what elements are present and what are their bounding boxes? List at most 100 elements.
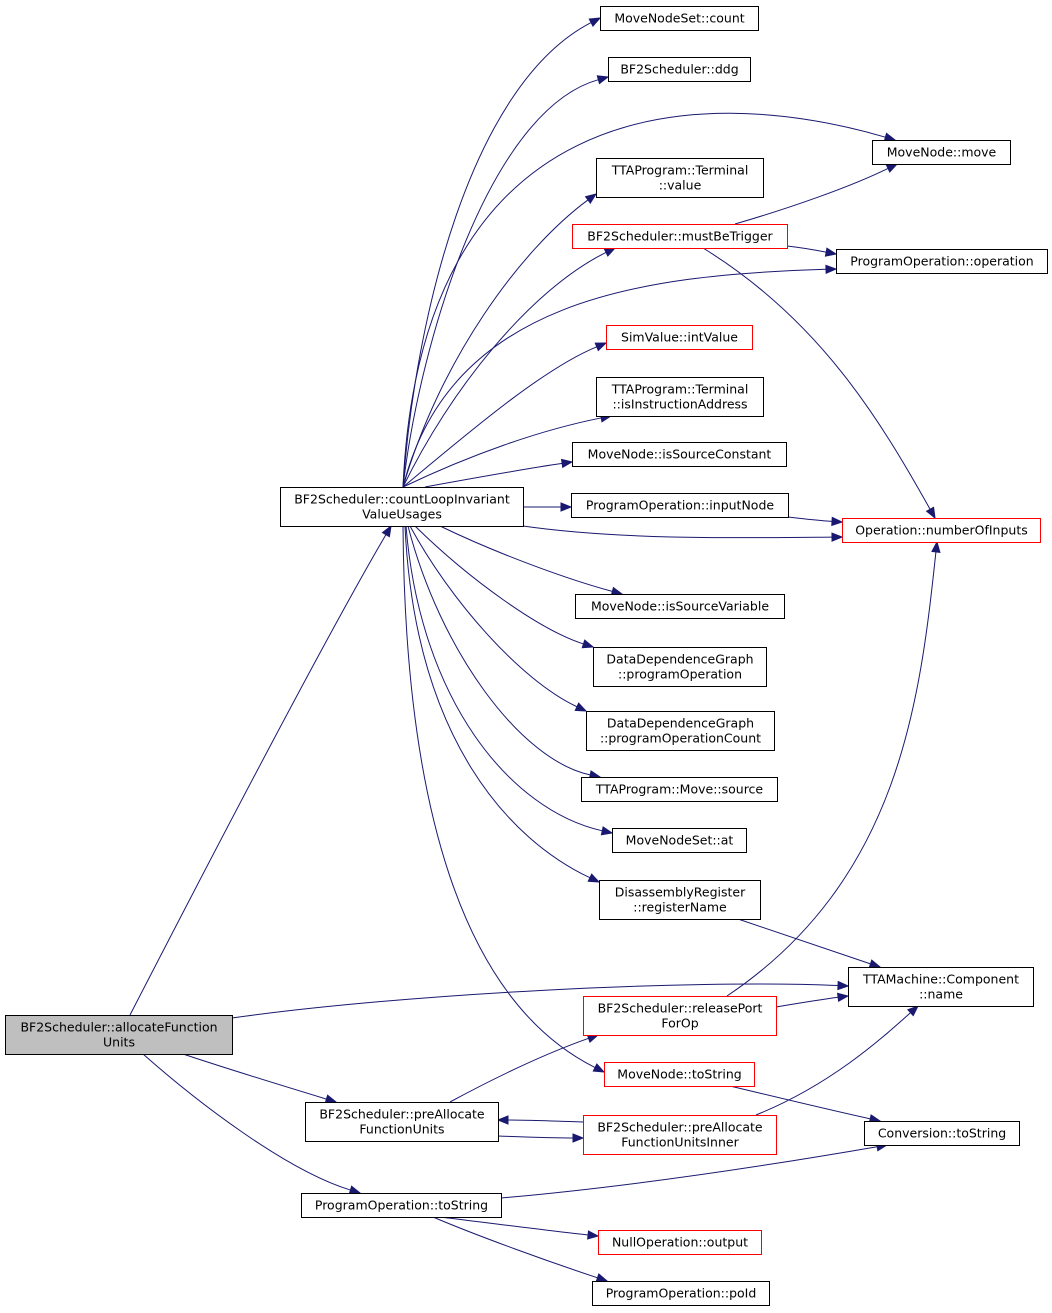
- edge-line: [702, 247, 931, 510]
- node-ddgProgOpCount[interactable]: DataDependenceGraph::programOperationCou…: [586, 711, 775, 751]
- edge-line: [409, 525, 578, 708]
- node-poToString[interactable]: ProgramOperation::toString: [301, 1193, 502, 1218]
- node-mnIsSrcConst[interactable]: MoveNode::isSourceConstant: [572, 442, 787, 467]
- node-box[interactable]: [842, 518, 1041, 543]
- node-box[interactable]: [5, 1015, 233, 1055]
- node-label: BF2Scheduler::allocateFunction: [20, 1020, 217, 1035]
- node-box[interactable]: [593, 647, 767, 687]
- node-moveSource[interactable]: TTAProgram::Move::source: [581, 777, 778, 802]
- node-box[interactable]: [848, 967, 1034, 1007]
- node-box[interactable]: [572, 224, 788, 249]
- edge-arrowhead: [348, 1185, 362, 1195]
- node-label: MoveNodeSet::count: [614, 11, 744, 26]
- nodes-layer: BF2Scheduler::allocateFunctionUnitsBF2Sc…: [5, 6, 1048, 1306]
- edge-line: [507, 1119, 584, 1123]
- node-box[interactable]: [305, 1102, 499, 1142]
- node-box[interactable]: [864, 1121, 1020, 1146]
- node-box[interactable]: [581, 777, 778, 802]
- node-countLoop[interactable]: BF2Scheduler::countLoopInvariantValueUsa…: [280, 487, 524, 527]
- edge-line: [522, 525, 833, 539]
- node-box[interactable]: [571, 493, 789, 518]
- node-label: BF2Scheduler::preAllocate: [319, 1107, 485, 1122]
- edge-countLoop-to-poInputNode: [522, 502, 573, 512]
- node-label: ProgramOperation::inputNode: [586, 498, 774, 513]
- edge-arrowhead: [572, 1133, 585, 1143]
- edge-allocate-to-preAlloc: [182, 1053, 338, 1104]
- node-box[interactable]: [872, 140, 1011, 165]
- node-mnsCount[interactable]: MoveNodeSet::count: [600, 6, 759, 31]
- node-box[interactable]: [586, 711, 775, 751]
- node-termIsInstr[interactable]: TTAProgram::Terminal::isInstructionAddre…: [596, 377, 764, 417]
- node-mnMove[interactable]: MoveNode::move: [872, 140, 1011, 165]
- node-mnsAt[interactable]: MoveNodeSet::at: [612, 828, 747, 853]
- edge-arrowhead: [825, 264, 838, 275]
- node-poInputNode[interactable]: ProgramOperation::inputNode: [571, 493, 789, 518]
- node-label: TTAProgram::Terminal: [611, 163, 749, 178]
- edge-arrowhead: [600, 826, 614, 836]
- node-label: BF2Scheduler::preAllocate: [597, 1120, 763, 1135]
- node-opNumInputs[interactable]: Operation::numberOfInputs: [842, 518, 1041, 543]
- node-preAllocInner[interactable]: BF2Scheduler::preAllocateFunctionUnitsIn…: [583, 1115, 777, 1155]
- edge-arrowhead: [868, 959, 882, 969]
- node-box[interactable]: [836, 249, 1048, 274]
- node-box[interactable]: [599, 880, 761, 920]
- edge-line: [402, 79, 599, 488]
- edge-line: [755, 1012, 911, 1116]
- node-box[interactable]: [608, 57, 751, 82]
- edge-arrowhead: [831, 532, 844, 542]
- edge-arrowhead: [596, 75, 610, 85]
- node-poPoId[interactable]: ProgramOperation::poId: [592, 1281, 770, 1306]
- node-box[interactable]: [612, 828, 747, 853]
- node-mnIsSrcVar[interactable]: MoveNode::isSourceVariable: [575, 594, 785, 619]
- node-box[interactable]: [583, 1115, 777, 1155]
- edge-countLoop-to-ddgProgOpCount: [409, 525, 588, 712]
- node-box[interactable]: [301, 1193, 502, 1218]
- edge-line: [424, 462, 563, 488]
- node-box[interactable]: [600, 6, 759, 31]
- node-ddgProgOp[interactable]: DataDependenceGraph::programOperation: [593, 647, 767, 687]
- node-convToString[interactable]: Conversion::toString: [864, 1121, 1020, 1146]
- node-mustBeTrigger[interactable]: BF2Scheduler::mustBeTrigger: [572, 224, 788, 249]
- node-box[interactable]: [604, 1062, 755, 1087]
- node-ddg[interactable]: BF2Scheduler::ddg: [608, 57, 751, 82]
- edge-line: [402, 268, 827, 488]
- node-label: BF2Scheduler::ddg: [620, 62, 738, 77]
- edge-arrowhead: [931, 540, 941, 553]
- edge-line: [405, 525, 603, 832]
- node-label: ProgramOperation::toString: [315, 1198, 488, 1213]
- edge-countLoop-to-ddg: [402, 75, 610, 488]
- node-label: MoveNodeSet::at: [626, 833, 734, 848]
- node-mnToString[interactable]: MoveNode::toString: [604, 1062, 755, 1087]
- node-disasmReg[interactable]: DisassemblyRegister::registerName: [599, 880, 761, 920]
- node-label: TTAMachine::Component: [862, 972, 1019, 987]
- node-termValue[interactable]: TTAProgram::Terminal::value: [596, 158, 764, 198]
- node-label: TTAProgram::Move::source: [595, 782, 764, 797]
- node-box[interactable]: [572, 442, 787, 467]
- node-box[interactable]: [596, 158, 764, 198]
- node-box[interactable]: [596, 377, 764, 417]
- node-nullOpOutput[interactable]: NullOperation::output: [598, 1230, 762, 1255]
- node-box[interactable]: [592, 1281, 770, 1306]
- edge-line: [775, 996, 839, 1008]
- node-box[interactable]: [606, 325, 753, 350]
- node-box[interactable]: [575, 594, 785, 619]
- node-box[interactable]: [280, 487, 524, 527]
- node-label: ::programOperationCount: [600, 731, 761, 746]
- edge-countLoop-to-mnToString: [402, 525, 606, 1073]
- node-compName[interactable]: TTAMachine::Component::name: [848, 967, 1034, 1007]
- node-poOperation[interactable]: ProgramOperation::operation: [836, 249, 1048, 274]
- edge-arrowhead: [836, 992, 850, 1003]
- node-box[interactable]: [598, 1230, 762, 1255]
- edge-poInputNode-to-opNumInputs: [787, 516, 844, 527]
- edge-mustBeTrigger-to-poOperation: [786, 245, 838, 257]
- edge-countLoop-to-ddgProgOp: [414, 525, 595, 649]
- node-label: ::registerName: [633, 900, 727, 915]
- node-box[interactable]: [583, 996, 777, 1036]
- edge-line: [787, 516, 833, 522]
- node-simInt[interactable]: SimValue::intValue: [606, 325, 753, 350]
- edge-line: [231, 983, 839, 1019]
- edge-countLoop-to-mnIsSrcConst: [424, 458, 574, 488]
